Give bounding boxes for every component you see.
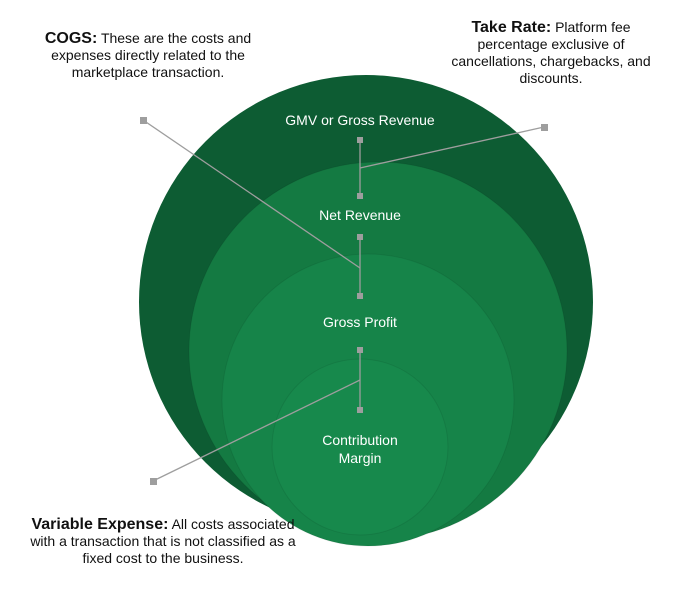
label-gross-profit: Gross Profit (323, 314, 397, 330)
annotation-take-rate-text: Platform fee percentage exclusive of can… (451, 19, 651, 86)
leader-cogs-end (140, 117, 147, 124)
label-gmv: GMV or Gross Revenue (285, 112, 435, 128)
connector-node (357, 137, 363, 143)
annotation-cogs-title: COGS: (44, 30, 98, 47)
connector-node (357, 293, 363, 299)
connector-node (357, 193, 363, 199)
connector-node (357, 234, 363, 240)
annotation-variable-expense-text: All costs associated with a transaction … (30, 516, 296, 566)
leader-take-rate-end (541, 124, 548, 131)
leader-variable-expense-end (150, 478, 157, 485)
connector-node (357, 407, 363, 413)
leader-cogs (142, 119, 361, 269)
leader-variable-expense (152, 379, 361, 482)
label-contribution-margin: Contribution Margin (322, 432, 398, 466)
annotation-cogs: COGS: These are the costs and expenses d… (33, 30, 263, 81)
annotation-cogs-text: These are the costs and expenses directl… (51, 30, 252, 80)
leader-take-rate (359, 126, 545, 169)
annotation-take-rate: Take Rate: Platform fee percentage exclu… (450, 19, 652, 87)
connector-node (357, 347, 363, 353)
annotation-variable-expense-title: Variable Expense: (31, 516, 169, 533)
label-net-revenue: Net Revenue (319, 207, 401, 223)
annotation-variable-expense: Variable Expense: All costs associated w… (30, 516, 296, 567)
annotation-take-rate-title: Take Rate: (471, 19, 552, 36)
